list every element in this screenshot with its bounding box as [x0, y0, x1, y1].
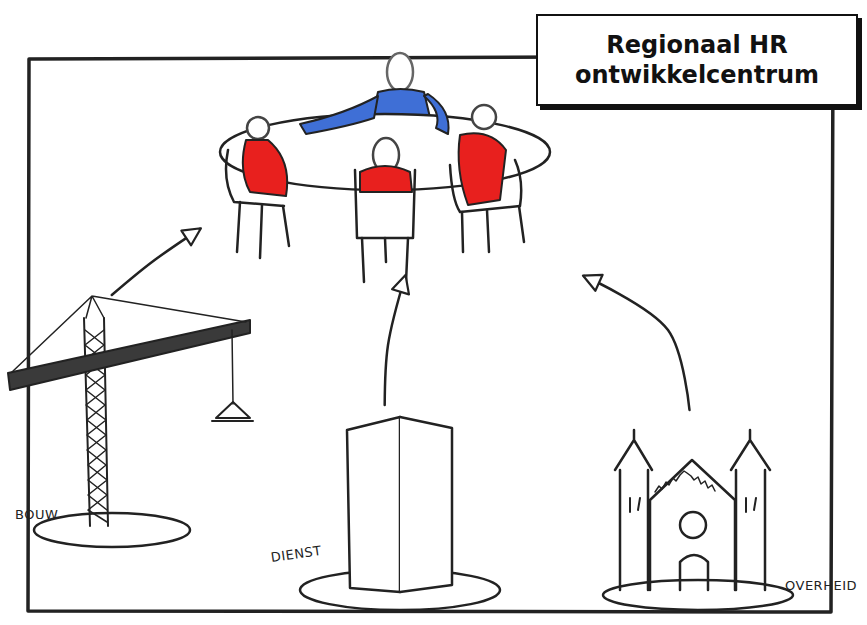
sector-node: DIENST: [265, 405, 455, 590]
chair-legs: [362, 238, 408, 282]
title-box: Regionaal HR ontwikkelcentrum: [536, 14, 858, 106]
frame: [28, 56, 833, 612]
chair-legs: [237, 202, 289, 258]
church-tower: [615, 430, 652, 590]
crane-jib: [8, 320, 250, 390]
sector-label: OVERHEID: [785, 578, 857, 593]
flow-arrow: [112, 229, 200, 295]
flow-arrow: [584, 276, 690, 410]
crane-cables: [12, 296, 246, 372]
church-facade: [650, 460, 735, 590]
person-body: [360, 166, 412, 192]
flow-arrow: [385, 276, 406, 405]
person-head: [472, 105, 496, 129]
sector-label: BOUW: [15, 507, 58, 522]
chair-back: [355, 170, 415, 238]
building-face: [347, 417, 400, 592]
crane-hook: [232, 330, 233, 404]
person-arm: [300, 96, 378, 134]
sector-node: BOUW: [0, 295, 260, 555]
person-head: [247, 117, 269, 139]
person-arm: [424, 94, 449, 134]
church-door: [680, 555, 708, 590]
centre-node: Regionaal HR ontwikkelcentrum: [200, 14, 862, 276]
tower-window: [630, 498, 756, 512]
crane-load: [212, 402, 253, 421]
building-face: [400, 417, 452, 592]
sector-node: OVERHEID: [595, 410, 865, 605]
church-tower: [731, 430, 770, 590]
rose-window: [680, 512, 706, 538]
sector-label: DIENST: [270, 543, 323, 565]
person-body: [459, 133, 506, 205]
connector-layer: [112, 229, 690, 410]
gable-ornament: [655, 471, 715, 492]
person-head: [387, 53, 413, 91]
person-body: [243, 140, 287, 196]
chair-legs: [462, 206, 524, 252]
crane-mast: [84, 318, 108, 526]
